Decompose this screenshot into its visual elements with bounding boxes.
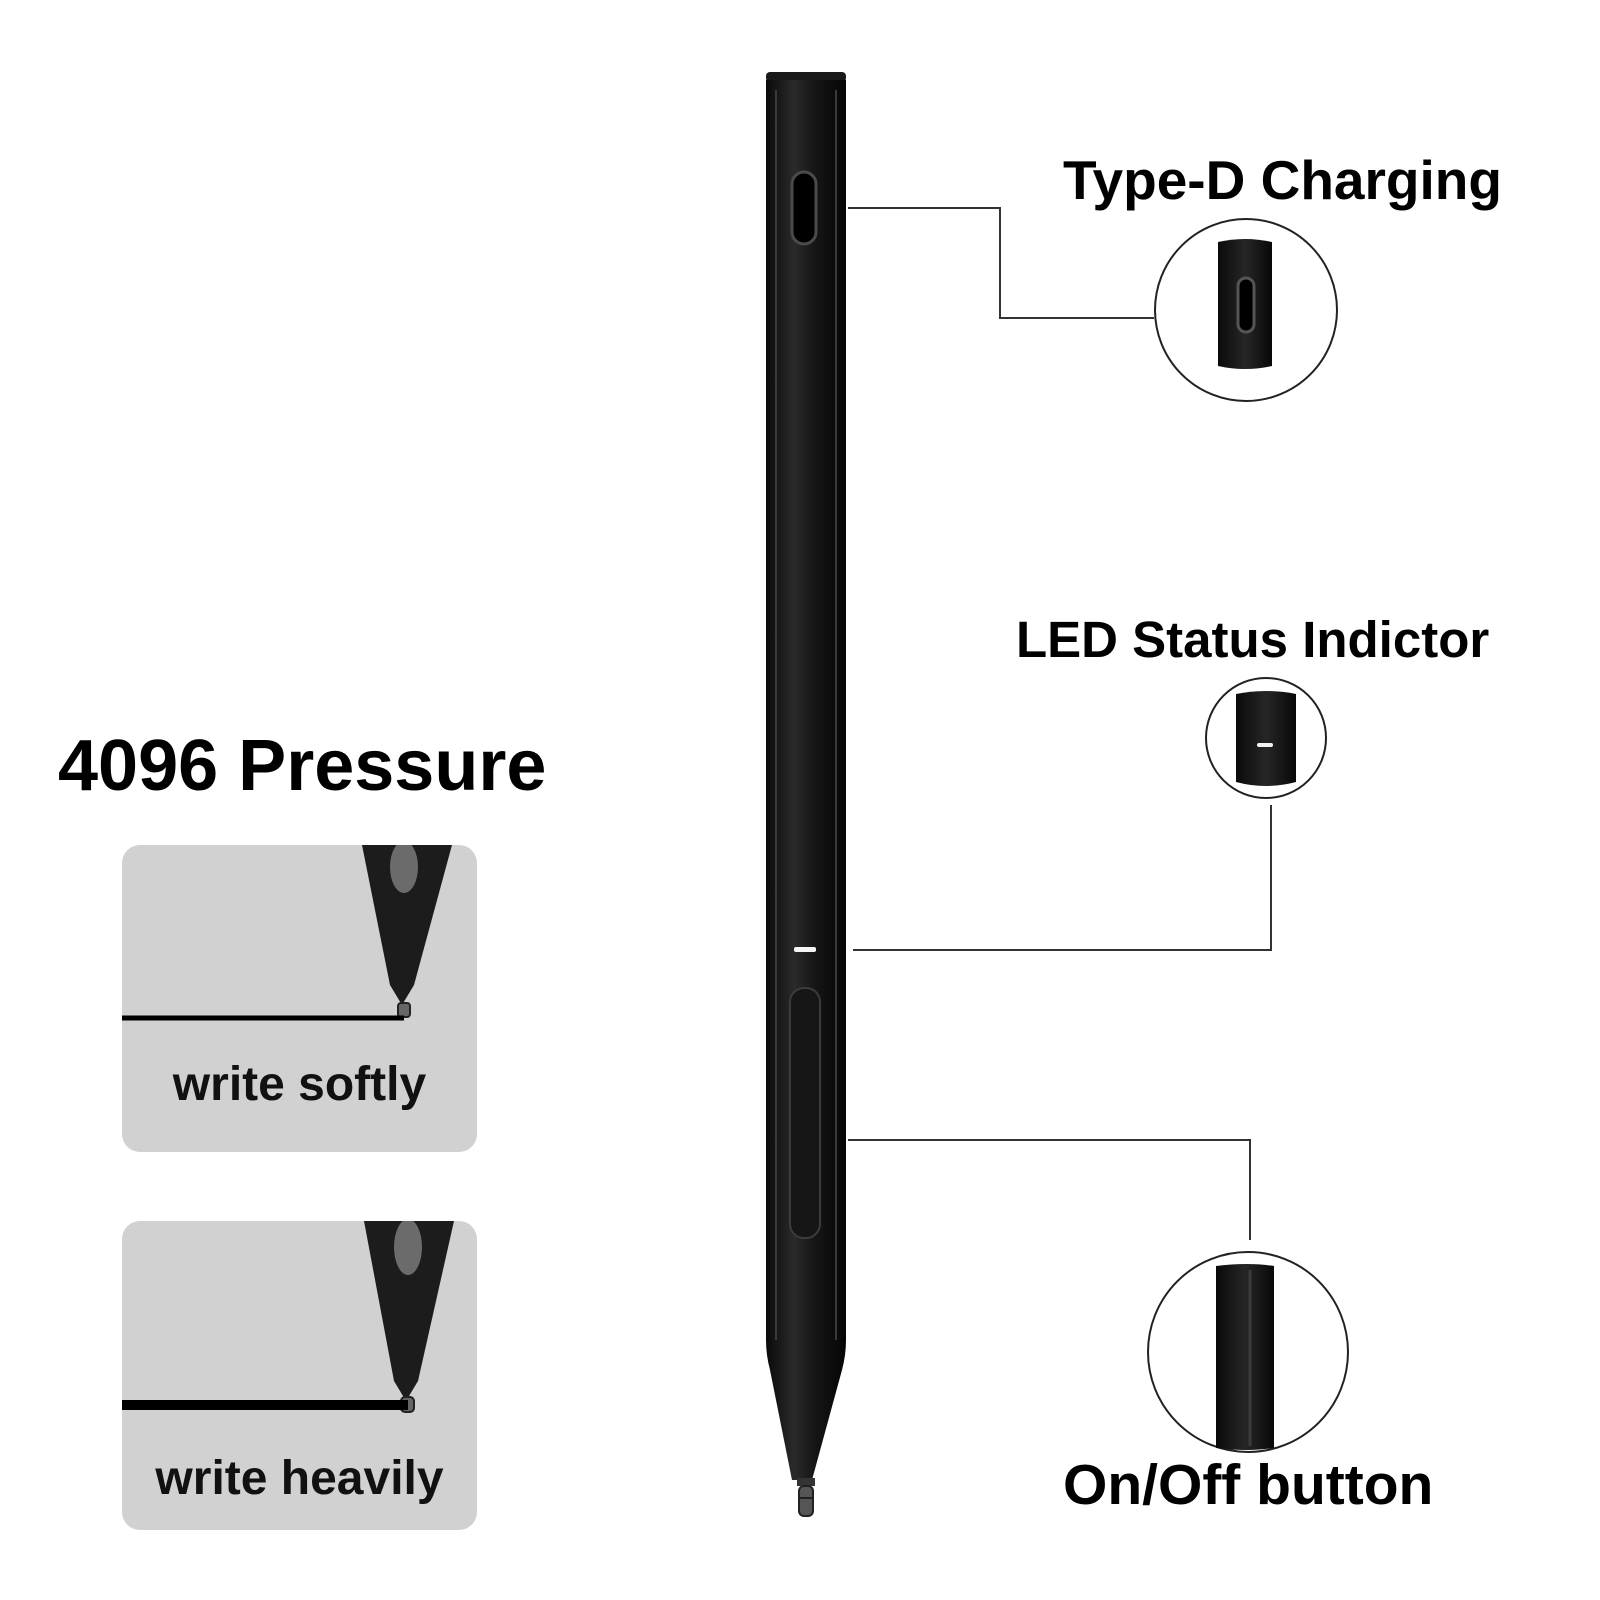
onoff-callout-line <box>848 1139 1251 1240</box>
onoff-button <box>789 987 821 1239</box>
onoff-callout-label: On/Off button <box>1063 1453 1434 1517</box>
pen-top-cap <box>766 72 846 82</box>
soft-writing-label: write softly <box>172 1058 427 1111</box>
heavy-writing-illustration <box>122 1221 454 1413</box>
charging-callout-label: Type-D Charging <box>1063 149 1502 211</box>
pen-nib <box>798 1485 814 1517</box>
soft-writing-illustration <box>122 845 452 1021</box>
pen-tip-collar <box>797 1478 815 1486</box>
pressure-title: 4096 Pressure <box>58 726 547 806</box>
charging-zoom <box>1154 218 1338 402</box>
stylus-pen <box>766 72 846 1517</box>
led-callout-line <box>853 805 1272 951</box>
heavy-writing-label: write heavily <box>155 1452 444 1505</box>
led-callout-label: LED Status Indictor <box>1016 611 1490 668</box>
onoff-zoom <box>1147 1251 1349 1453</box>
charging-port <box>790 170 818 246</box>
soft-writing-card: write softly <box>122 845 477 1152</box>
callout-lines <box>848 207 1272 1240</box>
heavy-writing-card: write heavily <box>122 1221 477 1530</box>
charging-callout-line <box>848 207 1154 319</box>
led-indicator <box>794 947 816 952</box>
led-zoom <box>1205 677 1327 799</box>
pen-body <box>766 80 846 1480</box>
